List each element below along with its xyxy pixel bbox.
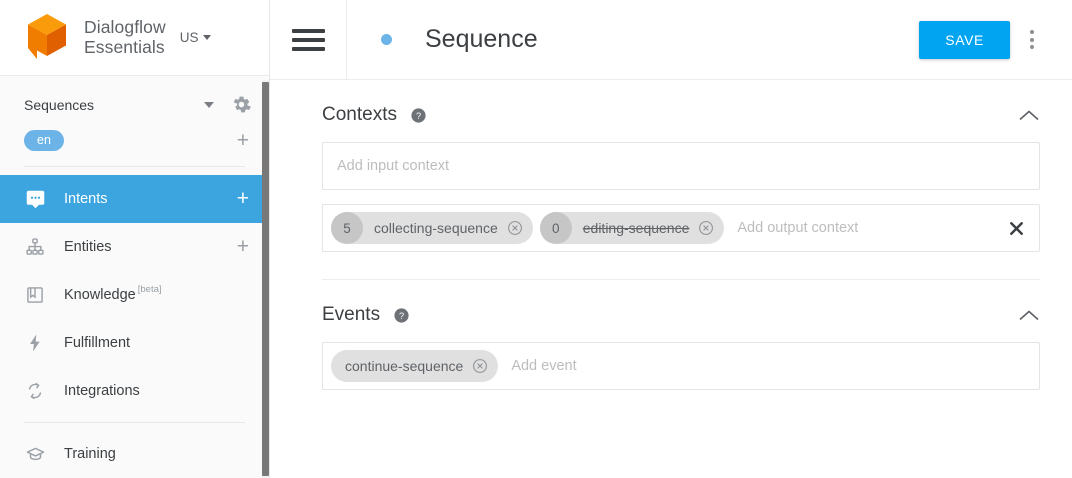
sidebar-item-training[interactable]: Training (0, 430, 269, 478)
language-pill-en[interactable]: en (24, 130, 64, 152)
context-chip-label: editing-sequence (582, 220, 690, 236)
refresh-arrows-icon (24, 380, 46, 402)
intent-editor-content: Contexts ? Add input context (270, 80, 1072, 478)
caret-down-icon[interactable] (204, 101, 214, 108)
context-chip-label: collecting-sequence (374, 220, 498, 236)
sidebar-item-label: Entities (64, 239, 112, 256)
book-icon (24, 284, 46, 306)
page-title: Sequence (425, 25, 538, 53)
output-context-field[interactable]: 5 collecting-sequence 0 editing-sequence (322, 204, 1040, 252)
language-row: en + (0, 124, 269, 158)
toolbar: Sequence SAVE (270, 0, 1072, 80)
hierarchy-icon (24, 236, 46, 258)
more-vertical-icon[interactable] (1010, 30, 1054, 49)
graduation-cap-icon (24, 443, 46, 465)
divider (24, 422, 245, 424)
sidebar-item-entities[interactable]: Entities + (0, 223, 269, 271)
sidebar-item-label: Integrations (64, 383, 140, 400)
sidebar: Dialogflow Essentials US Sequences en + (0, 0, 270, 478)
plus-icon[interactable]: + (236, 128, 249, 152)
brand-name-line2: Essentials (84, 37, 165, 58)
divider (24, 166, 245, 168)
event-placeholder: Add event (511, 358, 577, 374)
sidebar-item-intents[interactable]: Intents + (0, 175, 269, 224)
sidebar-nav: Intents + Entities + (0, 175, 269, 478)
beta-badge: [beta] (137, 284, 162, 296)
brand-header[interactable]: Dialogflow Essentials US (0, 0, 269, 76)
remove-circle-icon[interactable] (507, 220, 523, 236)
divider (322, 279, 1040, 280)
intent-status-dot (381, 34, 392, 45)
remove-circle-icon[interactable] (472, 358, 488, 374)
section-title: Contexts (322, 104, 397, 125)
event-chip-label: continue-sequence (345, 358, 464, 374)
sidebar-item-knowledge[interactable]: Knowledge [beta] (0, 271, 269, 319)
lightning-bolt-icon (24, 332, 46, 354)
context-lifespan-badge: 5 (331, 212, 363, 244)
help-circle-icon[interactable]: ? (393, 307, 410, 324)
hamburger-menu-icon[interactable] (270, 28, 346, 51)
agent-selector[interactable]: Sequences (0, 86, 269, 124)
divider (346, 0, 347, 80)
sidebar-item-label: Training (64, 446, 116, 463)
chat-bubble-icon (24, 188, 46, 210)
event-chip[interactable]: continue-sequence (331, 350, 499, 382)
sidebar-item-integrations[interactable]: Integrations (0, 367, 269, 415)
contexts-section-header: Contexts ? (322, 80, 1040, 142)
add-intent-button[interactable]: + (236, 187, 249, 211)
close-x-icon[interactable] (1008, 220, 1025, 237)
events-section-header: Events ? (322, 280, 1040, 342)
svg-text:?: ? (416, 110, 421, 120)
context-chip[interactable]: 5 collecting-sequence (331, 212, 533, 244)
chevron-up-icon[interactable] (1018, 309, 1040, 322)
remove-circle-icon[interactable] (698, 220, 714, 236)
region-selector[interactable]: US (180, 30, 211, 45)
agent-name: Sequences (24, 96, 95, 113)
sidebar-item-fulfillment[interactable]: Fulfillment (0, 319, 269, 367)
region-label: US (179, 29, 199, 45)
spacer (322, 190, 1040, 204)
input-context-field[interactable]: Add input context (322, 142, 1040, 190)
caret-down-icon (202, 34, 211, 40)
section-title: Events (322, 304, 381, 325)
add-entity-button[interactable]: + (236, 235, 249, 259)
sidebar-item-label: Knowledge (64, 287, 136, 304)
output-context-placeholder: Add output context (737, 220, 859, 236)
sidebar-item-label: Fulfillment (64, 335, 131, 352)
sidebar-scrollbar-thumb[interactable] (262, 82, 269, 476)
brand-name-line1: Dialogflow (84, 17, 166, 38)
gear-icon[interactable] (232, 95, 251, 114)
input-context-placeholder: Add input context (337, 158, 450, 174)
context-lifespan-badge: 0 (539, 212, 572, 244)
main-panel: Sequence SAVE Contexts ? (270, 0, 1072, 478)
events-field[interactable]: continue-sequence Add event (322, 342, 1040, 390)
help-circle-icon[interactable]: ? (410, 107, 427, 124)
save-button[interactable]: SAVE (919, 20, 1010, 59)
svg-text:?: ? (399, 310, 404, 320)
dialogflow-cube-logo (24, 12, 70, 62)
context-chip[interactable]: 0 editing-sequence (539, 212, 725, 244)
sidebar-item-label: Intents (64, 191, 108, 208)
chevron-up-icon[interactable] (1018, 109, 1040, 122)
brand-name: Dialogflow Essentials (84, 17, 166, 57)
